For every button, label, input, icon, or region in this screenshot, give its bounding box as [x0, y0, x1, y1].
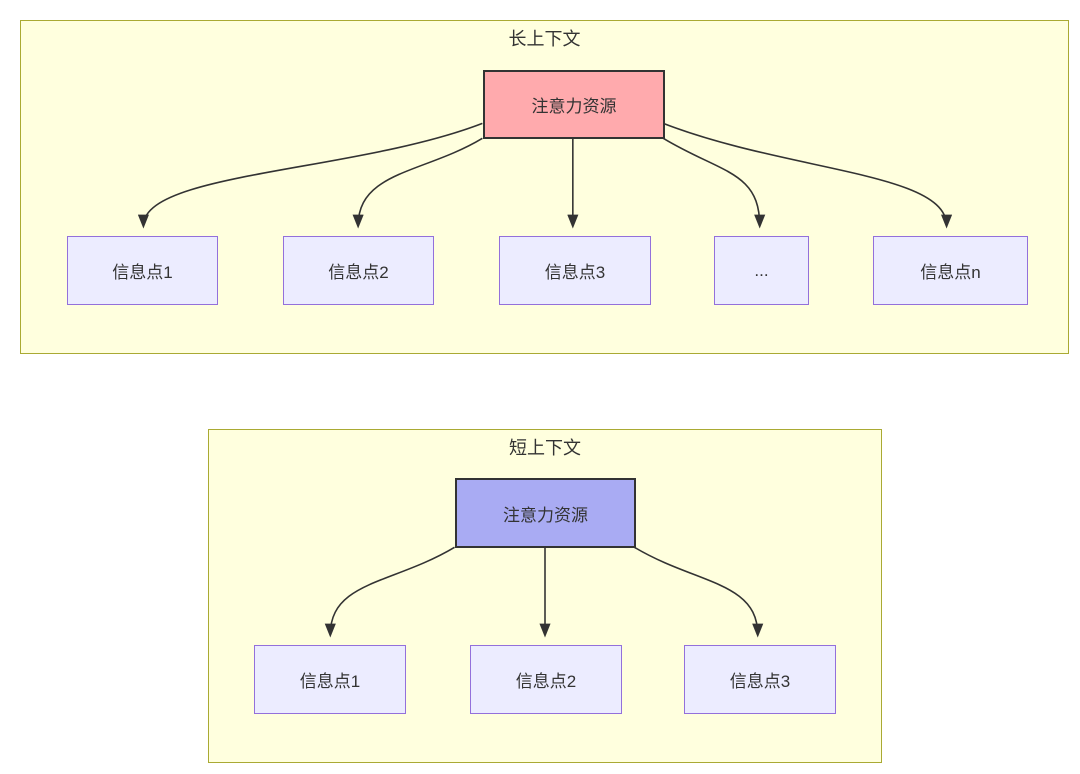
- short-context-group: 短上下文 注意力资源 信息点1 信息点2 信息点3: [208, 429, 882, 763]
- long-context-group: 长上下文 注意力资源 信息点1 信息点2 信息点3 ... 信息点n: [20, 20, 1069, 354]
- long-context-title: 长上下文: [508, 29, 581, 49]
- attention-resource-node-long: 注意力资源: [483, 70, 665, 139]
- info-node-1-short: 信息点1: [254, 645, 406, 714]
- arrow-to-info-5: [662, 122, 953, 229]
- info-node-1-long: 信息点1: [67, 236, 218, 305]
- arrow-to-info-2: [352, 137, 483, 229]
- arrow-to-info-4: [662, 137, 766, 229]
- info-node-n-long: 信息点n: [873, 236, 1028, 305]
- arrow-to-info-1: [137, 122, 483, 229]
- info-node-3-short: 信息点3: [684, 645, 836, 714]
- short-context-title: 短上下文: [509, 438, 581, 458]
- attention-resource-node-short: 注意力资源: [455, 478, 636, 548]
- info-node-2-short: 信息点2: [470, 645, 622, 714]
- info-node-3-long: 信息点3: [499, 236, 651, 305]
- arrow-to-info-1: [324, 546, 455, 638]
- info-node-2-long: 信息点2: [283, 236, 434, 305]
- arrow-to-info-3: [634, 546, 764, 638]
- info-node-ellipsis-long: ...: [714, 236, 809, 305]
